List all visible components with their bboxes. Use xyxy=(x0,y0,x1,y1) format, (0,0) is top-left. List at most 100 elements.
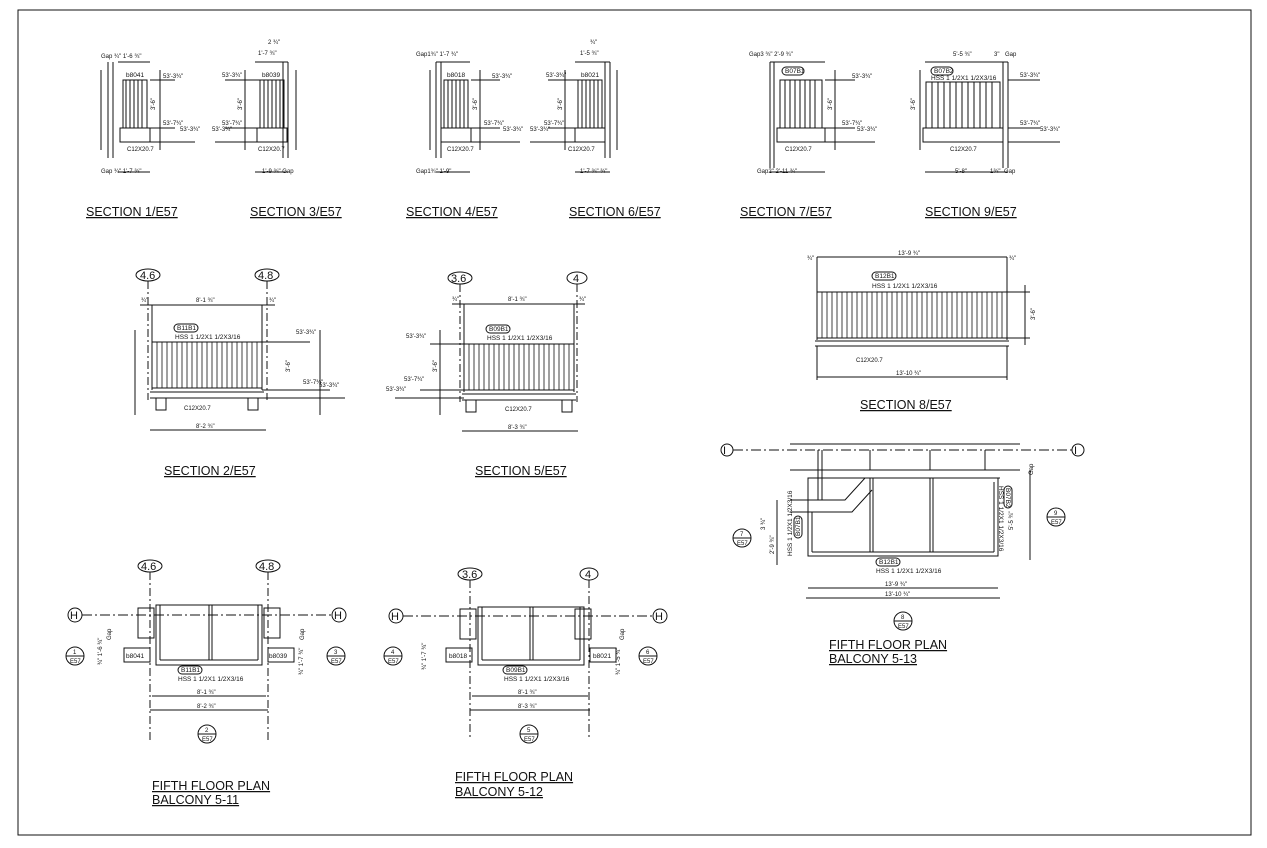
s9-dim-b2: 1¾" xyxy=(990,169,1000,175)
s1-tag: b8041 xyxy=(126,72,144,79)
s6-dim-2: 1'-5 ¾" xyxy=(580,51,599,57)
section-5-drawing: 3.6 4 8'-1 ¾" ¾" ¾" B09B1 HSS 1 1/2X1 1/… xyxy=(386,272,587,431)
s8-small-l: ¾" xyxy=(807,256,814,262)
s2-el-1: 53'-3¾" xyxy=(296,330,316,336)
s6-height: 3'-6" xyxy=(558,98,564,110)
s3-el-2: 53'-7¾" xyxy=(222,121,242,127)
p12-grid-right: 4 xyxy=(585,569,591,581)
s8-beam: C12X20.7 xyxy=(856,358,883,364)
section-1-title: SECTION 1/E57 xyxy=(86,205,178,219)
s5-small-l: ¾" xyxy=(452,297,459,303)
s9-dim-b1: 5'-8" xyxy=(955,169,967,175)
section-1-drawing: Gap ¾" 1'-6 ¾" b8041 53'-3¾" 53'-7¾" 53'… xyxy=(101,54,200,175)
s2-top-dim: 8'-1 ¾" xyxy=(196,298,215,304)
p11-tag2: HSS 1 1/2X1 1/2X3/16 xyxy=(178,676,244,683)
section-9-title: SECTION 9/E57 xyxy=(925,205,1017,219)
section-6-drawing: ¾" 1'-5 ¾" b8021 53'-3¾" 53'-7¾" 53'-3¾"… xyxy=(530,40,617,175)
s3-dim-1: 2 ¾" xyxy=(268,40,280,46)
plan-5-11-title-2: BALCONY 5-11 xyxy=(152,793,239,807)
p13-grid-row-r: I xyxy=(1074,445,1077,457)
p12-d1: 8'-1 ¾" xyxy=(518,690,537,696)
s9-tag: B07B2 xyxy=(934,68,954,75)
sheet-border xyxy=(18,10,1251,835)
p13-left-v1: 2'-9 ¾" xyxy=(770,535,776,554)
p13-tag2: HSS 1 1/2X1 1/2X3/16 xyxy=(876,568,942,575)
p11-mark-l-sheet: E57 xyxy=(70,659,81,665)
p12-right-tag: b8021 xyxy=(593,653,611,660)
s9-el-3: 53'-3¾" xyxy=(1040,127,1060,133)
p13-balcony xyxy=(808,478,998,556)
s9-el-1: 53'-3¾" xyxy=(1020,73,1040,79)
s9-beam: C12X20.7 xyxy=(950,147,977,153)
s8-tag: B12B1 xyxy=(875,273,895,280)
p12-mark-r-sheet: E57 xyxy=(643,659,654,665)
s1-beam: C12X20.7 xyxy=(127,147,154,153)
p13-mark-b-sheet: E57 xyxy=(898,624,909,630)
plan-5-13-title-2: BALCONY 5-13 xyxy=(829,652,917,666)
p11-right-tag: b8039 xyxy=(269,653,287,660)
s5-tag-box xyxy=(486,325,510,333)
s1-el-2: 53'-7¾" xyxy=(163,121,183,127)
section-8-title: SECTION 8/E57 xyxy=(860,398,952,412)
p11-d2: 8'-2 ¾" xyxy=(197,704,216,710)
s4-height: 3'-6" xyxy=(473,98,479,110)
plan-5-11-drawing: 4.6 4.8 H H b8041 b8039 B11B1 HSS 1 1/2X… xyxy=(66,560,346,743)
s6-el-3: 53'-3¾" xyxy=(530,127,550,133)
p11-left-tag: b8041 xyxy=(126,653,144,660)
p13-tag: B12B1 xyxy=(879,559,899,566)
p11-gap-l: Gap xyxy=(107,628,113,640)
s5-tag: B09B1 xyxy=(489,326,509,333)
p13-gap: Gap xyxy=(1029,463,1035,475)
p13-left-tag: B07B1 xyxy=(795,516,802,536)
s5-height: 3'-6" xyxy=(433,360,439,372)
s9-tag2: HSS 1 1/2X1 1/2X3/16 xyxy=(931,75,997,82)
p13-d1: 13'-9 ¾" xyxy=(885,582,907,588)
p13-d2: 13'-10 ¾" xyxy=(885,592,910,598)
s8-bottom-dim: 13'-10 ¾" xyxy=(896,371,921,377)
s7-el-3: 53'-3¾" xyxy=(857,127,877,133)
s8-tag2: HSS 1 1/2X1 1/2X3/16 xyxy=(872,283,938,290)
plan-5-13-drawing: I I B12B1 HSS 1 1/2X1 1/2X3/16 B07B1 HSS… xyxy=(721,444,1084,630)
s5-grid-right: 4 xyxy=(573,273,579,285)
s4-el-3: 53'-3¾" xyxy=(503,127,523,133)
s9-dim-b3: Gap xyxy=(1004,169,1016,175)
s1-height: 3'-6" xyxy=(151,98,157,110)
s3-height: 3'-6" xyxy=(238,98,244,110)
p13-mark-l-sheet: E57 xyxy=(737,541,748,547)
p11-mark-b: 2 xyxy=(205,728,209,734)
s5-small-r: ¾" xyxy=(579,297,586,303)
s6-beam: C12X20.7 xyxy=(568,147,595,153)
s7-tag-box xyxy=(782,67,804,75)
s8-top-dim: 13'-9 ¾" xyxy=(898,251,920,257)
p12-grid-row-l: H xyxy=(391,611,399,623)
p11-mark-l: 1 xyxy=(73,650,77,656)
p12-mark-b-sheet: E57 xyxy=(524,737,535,743)
p13-mark-r-sheet: E57 xyxy=(1051,520,1062,526)
p12-left-tag: b8018 xyxy=(449,653,467,660)
s9-height: 3'-6" xyxy=(911,98,917,110)
s9-dim-2: 3" xyxy=(994,52,999,58)
s2-beam: C12X20.7 xyxy=(184,406,211,412)
s6-dim-1: ¾" xyxy=(590,40,597,46)
s7-beam: C12X20.7 xyxy=(785,147,812,153)
s7-dim-top: Gap3 ¾" 2'-9 ¾" xyxy=(749,52,793,58)
s8-height: 3'-6" xyxy=(1031,308,1037,320)
s6-tag: b8021 xyxy=(581,72,599,79)
s7-dim-bottom: Gap2" 2'-11 ¾" xyxy=(757,169,797,175)
p13-right-tag: B07B2 xyxy=(1004,488,1011,508)
s9-tag-box xyxy=(931,67,953,75)
s2-el-2: 53'-7¾" xyxy=(303,380,323,386)
s5-el-2: 53'-7¾" xyxy=(404,377,424,383)
section-8-drawing: 13'-9 ¾" ¾" ¾" B12B1 HSS 1 1/2X1 1/2X3/1… xyxy=(807,251,1037,380)
s7-height: 3'-6" xyxy=(828,98,834,110)
s2-grid-left: 4.6 xyxy=(140,270,155,282)
s7-tag: B07B1 xyxy=(785,68,805,75)
section-3-title: SECTION 3/E57 xyxy=(250,205,342,219)
s8-tag-box xyxy=(872,272,896,280)
plan-5-11-title-1: FIFTH FLOOR PLAN xyxy=(152,779,270,793)
plan-5-13-title-1: FIFTH FLOOR PLAN xyxy=(829,638,947,652)
s2-small-l: ¾" xyxy=(141,298,148,304)
s2-small-r: ¾" xyxy=(269,298,276,304)
s3-dim-bottom: 1'-9 ¾" Gap xyxy=(262,169,294,175)
